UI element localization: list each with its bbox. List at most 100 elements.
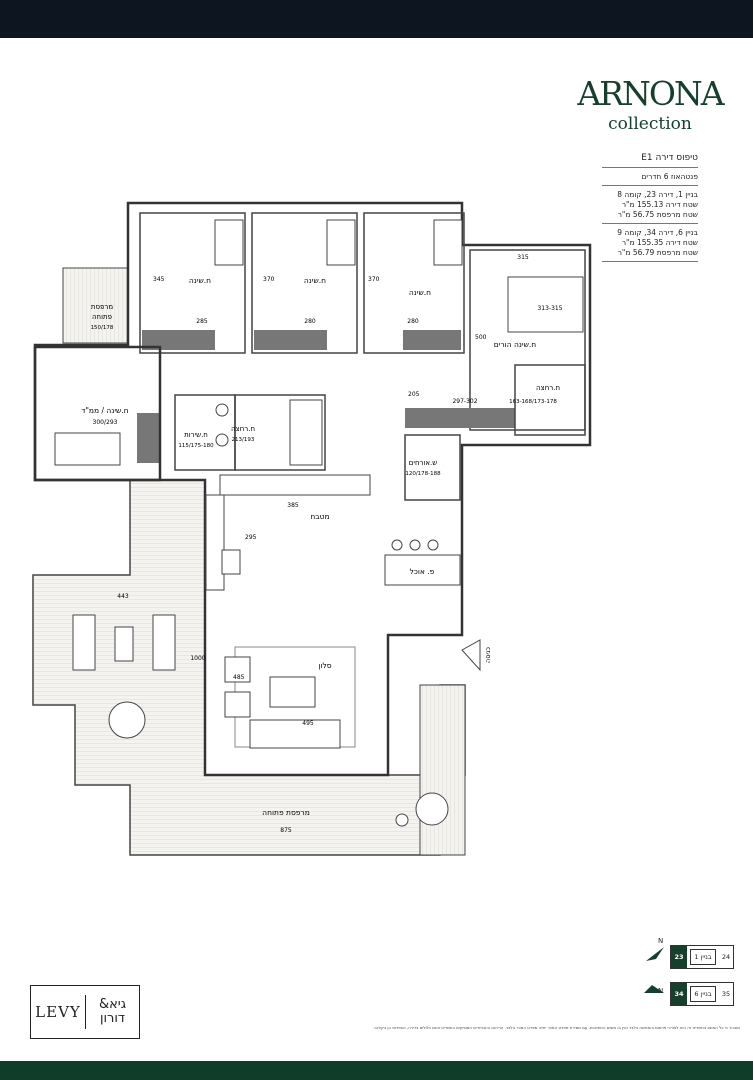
badge1-left: 23	[671, 946, 687, 968]
compass-label: N	[658, 987, 664, 995]
developer-name-guy-doron: גיא& דורון	[86, 998, 139, 1026]
guest-wc-walls	[404, 434, 461, 501]
dining-label: פ. אוכל	[410, 567, 435, 576]
wardrobe	[254, 330, 327, 350]
bed-icon	[54, 432, 121, 466]
living-label: סלון	[318, 661, 331, 670]
master-bath-size: 163-168/173-178	[509, 399, 557, 405]
unit1-line3: שטח מרפסת 56.75 מ"ר	[617, 210, 698, 219]
master-label: ח.שינה הורים	[494, 340, 536, 349]
laundry-size: 115/175-180	[178, 443, 214, 449]
bath-size: 213/193	[232, 437, 255, 443]
badge2-label: בניין 6	[690, 986, 716, 1002]
badge2-left: 34	[671, 983, 687, 1005]
bedroom2-label: ח.שינה	[304, 276, 326, 285]
plant-icon	[395, 813, 409, 827]
kitchen-counter	[205, 494, 225, 591]
living-dim2: 495	[302, 720, 314, 727]
building-badge-1: 23 בניין 1 24	[670, 945, 734, 969]
bedroom3-dim: 280	[407, 318, 419, 325]
kitchen-dim1: 385	[287, 502, 299, 509]
developer-name-levy: LEVY	[35, 1003, 81, 1021]
divider	[85, 995, 86, 1029]
master-bath-walls	[514, 364, 586, 436]
wardrobe	[403, 330, 461, 350]
compass-icon	[644, 985, 664, 993]
chair-icon	[427, 539, 439, 551]
bath-walls	[234, 394, 326, 471]
chair-icon	[409, 539, 421, 551]
safe-room-walls	[33, 345, 162, 482]
entrance-label: כניסה	[484, 646, 492, 663]
apartment-type: טיפוס דירה E1	[641, 153, 698, 163]
terrace-dim2: 443	[117, 593, 129, 600]
master-walls	[469, 249, 586, 431]
terrace-dim1: 875	[280, 827, 292, 834]
bedroom2-dim: 280	[304, 318, 316, 325]
master-size: 313-315	[537, 305, 562, 312]
bedroom1-label: ח.שינה	[189, 276, 211, 285]
bed-icon	[214, 219, 244, 266]
guest-wc-size: 120/178-188	[405, 471, 441, 477]
small-balcony-label2: פתוחה	[92, 313, 112, 321]
stove-icon	[221, 549, 241, 575]
wardrobe	[405, 408, 515, 428]
guest-wc-label: ש.אורחים	[409, 459, 438, 467]
building-locator: N 23 בניין 1 24 N 34 בניין 6 35	[640, 935, 734, 1006]
bedroom1-dim: 285	[196, 318, 208, 325]
terrace-side	[419, 684, 466, 856]
bedroom3-label: ח.שינה	[409, 288, 431, 297]
side-table	[114, 626, 134, 662]
lounger	[152, 614, 176, 671]
kitchen-label: מטבח	[310, 512, 329, 521]
divider	[602, 167, 698, 168]
apartment-subtitle: פנטהאוז 6 חדרים	[641, 172, 698, 181]
living-dim1: 485	[233, 674, 245, 681]
compass-label: N	[658, 937, 664, 945]
disclaimer: מובהר כי כל המוצג בתשריט זה הינו לצורכי …	[373, 1025, 740, 1030]
developer-name-line2: דורון	[99, 1011, 126, 1026]
top-bar	[0, 0, 753, 38]
divider	[602, 185, 698, 186]
bedroom3-walls	[363, 212, 465, 354]
chair-icon	[391, 539, 403, 551]
bath-label: ח.רחצה	[231, 425, 255, 433]
wardrobe	[142, 330, 215, 350]
bed-icon	[507, 276, 584, 333]
bedroom1-walls	[139, 212, 246, 354]
corridor-dim2: 205	[408, 391, 420, 398]
badge2-right: 35	[721, 990, 731, 998]
apartment-info: טיפוס דירה E1 פנטהאוז 6 חדרים בניין 1, ד…	[602, 152, 698, 266]
unit2-line2: שטח דירה 155.35 מ"ר	[621, 238, 698, 247]
bed-icon	[433, 219, 463, 266]
round-table	[108, 701, 146, 739]
sofa-icon	[249, 719, 341, 749]
lounger	[72, 614, 96, 671]
bedroom3-size: 370	[368, 276, 380, 283]
bed-icon	[326, 219, 356, 266]
entrance-arrow-icon	[461, 639, 481, 672]
bathtub-icon	[289, 399, 323, 466]
brand-logo: ARNONA	[577, 74, 724, 113]
terrace-label: מרפסת פתוחה	[262, 808, 310, 817]
divider	[602, 261, 698, 262]
terrace-dim3: 1000	[190, 655, 205, 662]
small-balcony-size: 150/178	[91, 325, 114, 331]
brand-collection: collection	[608, 114, 692, 134]
corridor-dim: 297-302	[452, 398, 477, 405]
unit1-line2: שטח דירה 155.13 מ"ר	[621, 200, 698, 209]
small-balcony-area	[62, 267, 129, 344]
divider	[602, 223, 698, 224]
bedroom2-size: 370	[263, 276, 275, 283]
master-dim-top: 315	[517, 254, 529, 261]
parasol-icon	[415, 792, 449, 826]
building-badge-2: 34 בניין 6 35	[670, 982, 734, 1006]
coffee-table	[269, 676, 316, 708]
washer-icon	[215, 403, 229, 417]
unit1-line1: בניין 1, דירה 23, קומה 8	[617, 190, 698, 199]
master-dim-side: 500	[475, 334, 487, 341]
kitchen-counter	[219, 474, 371, 496]
laundry-label: ח.שירות	[184, 431, 208, 439]
wardrobe	[137, 413, 159, 463]
floor-plan: ח.שינה 345 285 ח.שינה 370 280 ח.שינה 370…	[32, 201, 592, 856]
